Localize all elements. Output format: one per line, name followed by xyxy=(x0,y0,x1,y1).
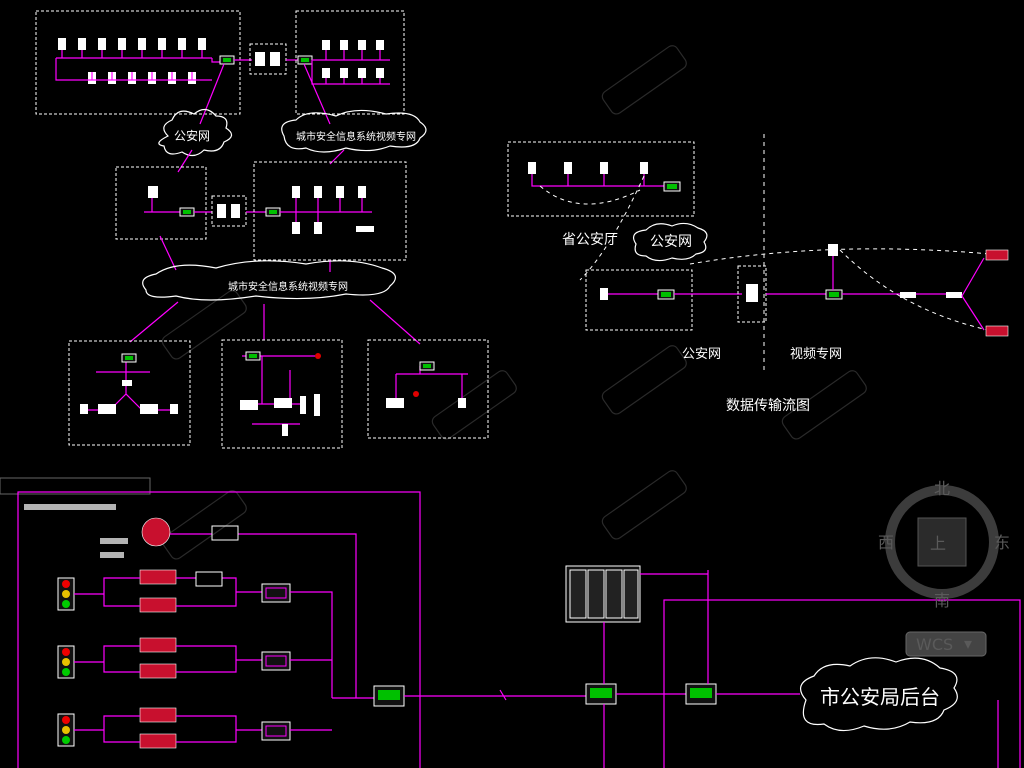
signal-light-icon xyxy=(57,577,75,611)
police-net-cloud xyxy=(633,222,708,262)
server-room-box-a xyxy=(35,10,241,115)
camera-pair-3 xyxy=(139,707,177,749)
firewall-box-a xyxy=(249,43,287,75)
cloud-city-video-net-upper-label: 城市安全信息系统视频专网 xyxy=(296,130,416,143)
chevron-down-icon: ▾ xyxy=(964,634,972,653)
signal-light-icon xyxy=(57,645,75,679)
server-room-box-b xyxy=(295,10,405,115)
intersection-enclosure xyxy=(17,491,421,768)
intersection-box-a xyxy=(68,340,191,446)
police-net-label: 公安网 xyxy=(682,347,721,362)
cloud-police-net-label: 公安网 xyxy=(174,128,210,143)
district-box-a xyxy=(115,166,207,240)
compass-center-label: 上 xyxy=(930,534,946,553)
police-backend-enclosure xyxy=(663,599,1021,768)
intersection-box-b xyxy=(221,339,343,449)
wcs-label: WCS xyxy=(916,635,953,654)
viewcube-top-face[interactable] xyxy=(917,517,967,567)
cloud-city-video-net-lower xyxy=(142,260,397,301)
provincial-dept-label: 省公安厅 xyxy=(562,232,618,248)
city-platform-box xyxy=(585,269,693,331)
cloud-city-video-net-upper xyxy=(281,109,427,153)
video-net-label: 视频专网 xyxy=(790,347,842,362)
watermark-group xyxy=(161,45,867,560)
firewall-box-b xyxy=(211,195,247,227)
server-rack-icon xyxy=(565,565,641,623)
detector-icon xyxy=(261,721,291,741)
cloud-police-net xyxy=(158,108,233,157)
compass-west[interactable]: 西 xyxy=(878,533,894,552)
camera-pair-1 xyxy=(139,569,177,613)
data-flow-diagram: 省公安厅 公安网 公安网 视频专网 数据传输流图 xyxy=(507,134,1009,414)
compass-south[interactable]: 南 xyxy=(934,591,950,610)
detector-icon xyxy=(261,583,291,603)
compass-ring[interactable] xyxy=(885,485,999,599)
camera-icon xyxy=(985,325,1009,337)
dome-camera-icon xyxy=(141,517,171,547)
wcs-menu-button[interactable] xyxy=(905,631,987,657)
city-backend-label: 市公安局后台 xyxy=(820,685,940,709)
police-net-cloud-label: 公安网 xyxy=(650,234,692,250)
cloud-city-video-net-lower-label: 城市安全信息系统视频专网 xyxy=(228,280,348,293)
compass-north[interactable]: 北 xyxy=(934,479,950,498)
bottom-system-diagram: 市公安局后台 xyxy=(0,477,1021,768)
intersection-box-c xyxy=(367,339,489,439)
partial-header-bar xyxy=(0,477,151,495)
detector-icon xyxy=(261,651,291,671)
signal-light-icon xyxy=(57,713,75,747)
provincial-platform-box xyxy=(507,141,695,217)
city-backend-cloud xyxy=(799,657,958,732)
camera-pair-2 xyxy=(139,637,177,679)
top-network-diagram: 公安网 城市安全信息系统视频专网 城市安全信息系统视频专网 xyxy=(35,10,489,449)
flow-diagram-title: 数据传输流图 xyxy=(726,398,810,414)
view-compass[interactable]: 上 北 南 东 西 WCS ▾ xyxy=(878,479,1010,657)
camera-icon xyxy=(985,249,1009,261)
compass-east[interactable]: 东 xyxy=(994,533,1010,552)
